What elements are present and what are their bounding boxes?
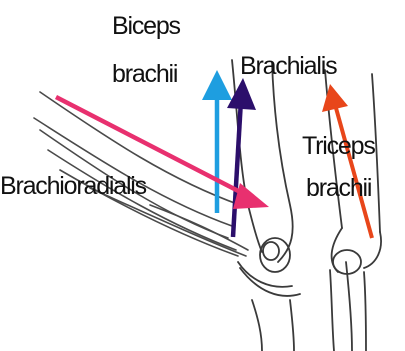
- brachioradialis-label: Brachioradialis: [0, 172, 146, 200]
- brachialis-arrow-head: [227, 78, 256, 110]
- brachialis-label: Brachialis: [240, 52, 336, 80]
- biceps-label-line2: brachii: [112, 60, 177, 88]
- humerus-right: [325, 70, 381, 351]
- biceps-arrow-head: [202, 70, 232, 100]
- triceps-label-line2: brachii: [306, 174, 371, 202]
- biceps-label-line1: Biceps: [112, 12, 180, 40]
- brachioradialis-arrow-head: [233, 183, 269, 209]
- triceps-label-line1: Triceps: [302, 132, 375, 160]
